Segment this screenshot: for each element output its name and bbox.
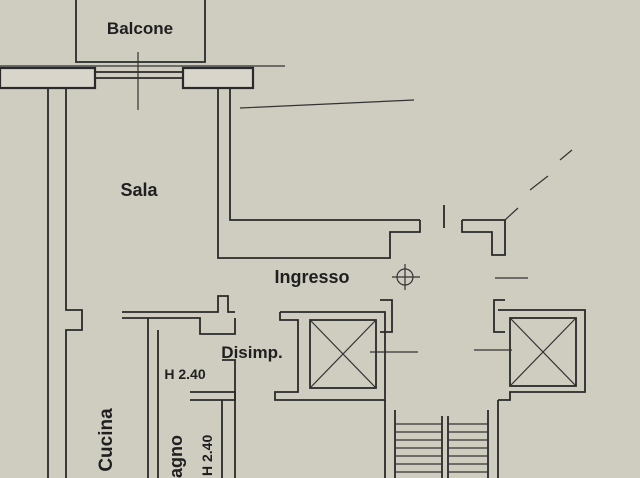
left-wall — [0, 87, 95, 478]
height-label-bagno: H 2.40 — [199, 435, 215, 476]
height-label-disimpegno: H 2.40 — [164, 366, 205, 382]
disimpegno-walls — [122, 295, 236, 478]
sala-right-wall — [217, 88, 421, 259]
top-wall — [0, 52, 255, 110]
room-label-bagno: agno — [166, 435, 186, 478]
lift-shaft-left — [274, 299, 418, 401]
room-label-ingresso: Ingresso — [274, 267, 349, 287]
entrance-wall — [443, 205, 528, 279]
balcony — [0, 0, 285, 67]
lift-shaft-right — [474, 299, 586, 401]
room-label-cucina: Cucina — [96, 408, 117, 472]
room-label-balcone: Balcone — [107, 19, 173, 38]
level-marker — [392, 264, 420, 290]
room-label-disimpegno: Disimp. — [221, 343, 282, 362]
stair-steps — [395, 423, 488, 473]
room-label-sala: Sala — [120, 180, 158, 200]
staircase — [384, 400, 499, 478]
door-swing-marks — [504, 149, 573, 221]
